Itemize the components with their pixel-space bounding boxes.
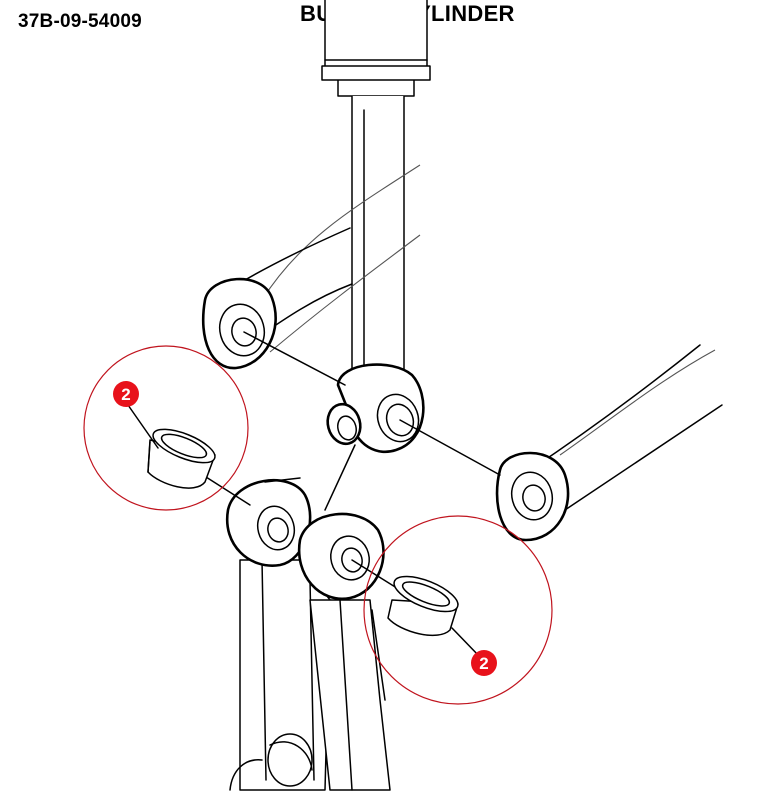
part-number: 37B-09-54009 — [18, 11, 142, 32]
callout-badge-right: 2 — [471, 650, 497, 676]
center-lines — [194, 331, 501, 591]
bushing-left — [147, 428, 216, 489]
upper-link-arm — [201, 164, 421, 370]
bucket-cylinder — [321, 0, 431, 453]
highlight-circle-left — [83, 345, 249, 511]
highlight-circle-right — [363, 515, 553, 705]
connecting-rod — [225, 477, 391, 791]
right-link-arm — [495, 344, 723, 542]
bushing-right — [387, 575, 459, 637]
svg-text:2: 2 — [479, 654, 488, 673]
callout-badge-left: 2 — [113, 381, 139, 407]
leader-line-right — [451, 627, 481, 658]
leader-line-left — [127, 404, 159, 449]
svg-text:2: 2 — [121, 385, 130, 404]
